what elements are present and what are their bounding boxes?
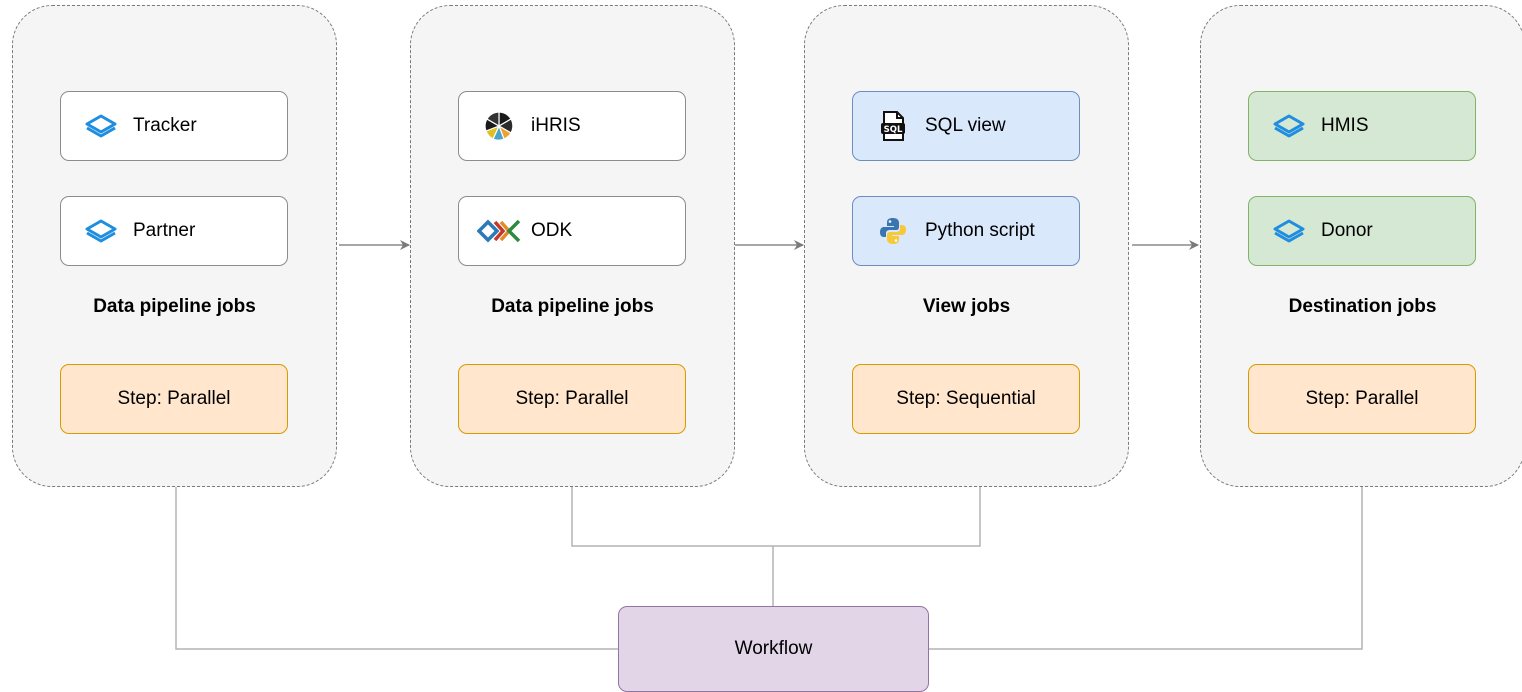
- job-node-label: Donor: [1321, 220, 1373, 241]
- job-group-view: SQL SQL view Python script View jobs Ste…: [804, 5, 1129, 487]
- link-group2-group3-bracket: [571, 487, 981, 547]
- workflow-links: [175, 487, 1363, 650]
- job-group-data-pipeline-2: iHRIS ODK Data pipeline jobs Step: Paral…: [410, 5, 735, 487]
- job-node-tracker[interactable]: Tracker: [60, 91, 288, 161]
- python-icon: [871, 216, 915, 246]
- job-node-label: HMIS: [1321, 115, 1369, 136]
- group-title: Data pipeline jobs: [93, 296, 256, 317]
- job-node-partner[interactable]: Partner: [60, 196, 288, 266]
- group-title: Destination jobs: [1288, 296, 1437, 317]
- job-node-label: iHRIS: [531, 115, 581, 136]
- sql-file-icon: SQL: [871, 111, 915, 141]
- job-node-sql-view[interactable]: SQL SQL view: [852, 91, 1080, 161]
- job-node-python-script[interactable]: Python script: [852, 196, 1080, 266]
- link-group1-to-workflow: [175, 487, 618, 650]
- dhis2-icon: [79, 216, 123, 246]
- dhis2-icon: [1267, 111, 1311, 141]
- link-group4-to-workflow: [929, 487, 1363, 650]
- step-badge: Step: Parallel: [60, 364, 288, 434]
- workflow-node[interactable]: Workflow: [618, 606, 929, 692]
- job-group-data-pipeline-1: Tracker Partner Data pipeline jobs Step:…: [12, 5, 337, 487]
- step-badge: Step: Parallel: [458, 364, 686, 434]
- job-node-label: Tracker: [133, 115, 197, 136]
- group-title: View jobs: [922, 296, 1011, 317]
- ihris-icon: [477, 111, 521, 141]
- job-node-label: Python script: [925, 220, 1035, 241]
- job-node-donor[interactable]: Donor: [1248, 196, 1476, 266]
- job-node-hmis[interactable]: HMIS: [1248, 91, 1476, 161]
- job-node-label: ODK: [531, 220, 573, 241]
- dhis2-icon: [1267, 216, 1311, 246]
- job-node-label: Partner: [133, 220, 196, 241]
- job-node-ihris[interactable]: iHRIS: [458, 91, 686, 161]
- step-badge: Step: Parallel: [1248, 364, 1476, 434]
- svg-text:SQL: SQL: [884, 125, 903, 135]
- job-node-label: SQL view: [925, 115, 1006, 136]
- step-badge: Step: Sequential: [852, 364, 1080, 434]
- group-title: Data pipeline jobs: [491, 296, 654, 317]
- dhis2-icon: [79, 111, 123, 141]
- job-group-destination: HMIS Donor Destination jobs Step: Parall…: [1200, 5, 1522, 487]
- odk-icon: [477, 216, 521, 246]
- job-node-odk[interactable]: ODK: [458, 196, 686, 266]
